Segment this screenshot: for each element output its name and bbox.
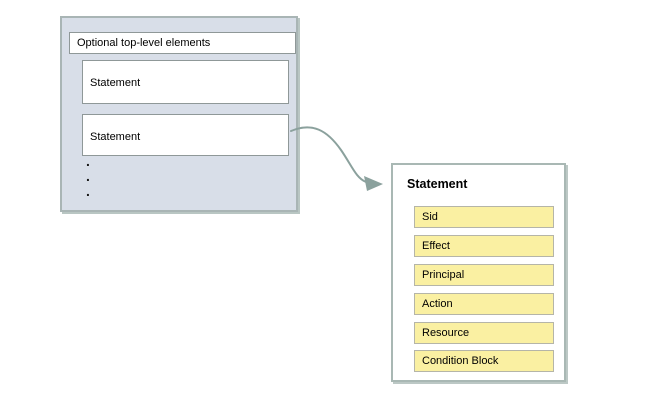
optional-top-level-elements-box: Optional top-level elements xyxy=(69,32,296,54)
element-row-condition-block: Condition Block xyxy=(414,350,554,372)
statement-box-1: Statement xyxy=(82,60,289,104)
element-row-principal: Principal xyxy=(414,264,554,286)
ellipsis-dot: . xyxy=(86,183,90,199)
vertical-ellipsis: . . . xyxy=(86,154,90,199)
element-row-effect: Effect xyxy=(414,235,554,257)
arrow-head xyxy=(364,176,383,191)
statement-detail-box: Statement Sid Effect Principal Action Re… xyxy=(391,163,566,382)
element-row-action: Action xyxy=(414,293,554,315)
statement-detail-title: Statement xyxy=(407,177,468,191)
element-row-resource: Resource xyxy=(414,322,554,344)
arrow-curve-path xyxy=(290,126,367,183)
ellipsis-dot: . xyxy=(86,153,90,169)
policy-document-container: Optional top-level elements Statement St… xyxy=(60,16,298,212)
element-row-sid: Sid xyxy=(414,206,554,228)
ellipsis-dot: . xyxy=(86,168,90,184)
statement-box-2: Statement xyxy=(82,114,289,156)
